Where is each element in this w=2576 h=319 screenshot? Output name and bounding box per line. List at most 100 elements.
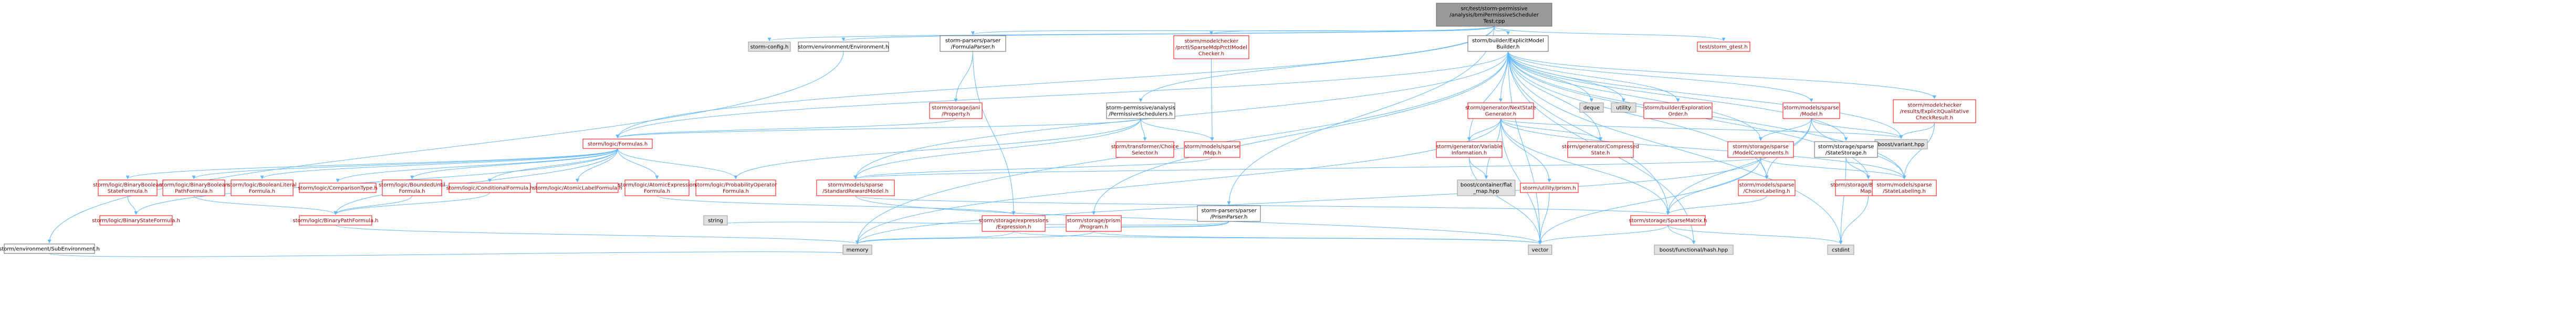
node-label-line: /StateLabeling.h bbox=[1883, 189, 1926, 195]
node-box bbox=[1782, 102, 1840, 119]
node-box bbox=[1467, 102, 1534, 119]
node-boost-flat-map: boost/container/flat_map.hpp bbox=[1457, 179, 1516, 196]
node-label-line: /ModelComponents.h bbox=[1733, 151, 1788, 156]
node-logic-formulas[interactable]: storm/logic/Formulas.h bbox=[582, 139, 653, 149]
node-box bbox=[1567, 141, 1634, 158]
node-box bbox=[1184, 141, 1240, 158]
edge-binary_boolean_state-to-binary_state_formula bbox=[127, 195, 138, 215]
edge-explicit_builder-to-logic_formulas bbox=[616, 51, 1508, 139]
node-box bbox=[842, 244, 872, 255]
node-gtest[interactable]: test/storm_gtest.h bbox=[1697, 41, 1750, 52]
node-label-line: storm/environment/SubEnvironment.h bbox=[0, 247, 100, 252]
node-box bbox=[582, 139, 653, 149]
edge-storage_prism_program-to-memory bbox=[856, 231, 1094, 244]
node-label-line: memory bbox=[847, 248, 869, 253]
node-label-line: storm/models/sparse bbox=[1876, 183, 1932, 188]
node-environment[interactable]: storm/environment/Environment.h bbox=[798, 41, 889, 52]
node-label-line: /StandardRewardModel.h bbox=[822, 189, 889, 195]
node-label-line: string bbox=[708, 218, 723, 224]
edge-perm_schedulers-to-logic_formulas bbox=[616, 118, 1141, 139]
node-utility-prism[interactable]: storm/utility/prism.h bbox=[1520, 183, 1579, 193]
node-state-labeling[interactable]: storm/models/sparse/StateLabeling.h bbox=[1872, 179, 1937, 196]
node-state-storage[interactable]: storm/storage/sparse/StateStorage.h bbox=[1814, 141, 1878, 158]
edge-root-to-sparse_dtmc_checker bbox=[1209, 26, 1495, 35]
node-choice-labeling[interactable]: storm/models/sparse/ChoiceLabeling.h bbox=[1738, 179, 1796, 196]
edge-choice_labeling-to-sparse_matrix bbox=[1666, 195, 1767, 215]
node-formula-parser[interactable]: storm-parsers/parser/FormulaParser.h bbox=[940, 35, 1006, 52]
edge-environment-to-subenvironment bbox=[47, 51, 844, 243]
node-box bbox=[1611, 102, 1636, 113]
node-label-line: storm/generator/NextState bbox=[1465, 105, 1536, 111]
node-sparse-matrix[interactable]: storm/storage/SparseMatrix.h bbox=[1629, 215, 1707, 226]
edge-sparse_matrix-to-cstdint bbox=[1667, 225, 1843, 244]
edge-sparse_matrix-to-boost_hash bbox=[1667, 225, 1696, 244]
edge-prism_parser-to-string bbox=[714, 221, 1229, 226]
node-sparse-dtmc-checker[interactable]: storm/modelchecker/prctl/SparseMdpPrctlM… bbox=[1173, 35, 1249, 59]
node-label-line: /Property.h bbox=[942, 112, 970, 118]
node-standard-reward-model[interactable]: storm/models/sparse/StandardRewardModel.… bbox=[816, 179, 895, 196]
node-label-line: storm/utility/prism.h bbox=[1522, 186, 1576, 192]
edge-explicit_builder-to-cstdint bbox=[1508, 51, 1843, 244]
node-label-line: storm/environment/Environment.h bbox=[798, 45, 889, 50]
edge-root-to-prism_parser bbox=[1227, 26, 1495, 205]
edge-state_storage-to-cstdint bbox=[1839, 157, 1847, 244]
node-label-line: storm/builder/ExplicitModel bbox=[1472, 38, 1544, 44]
edge-explicit_qual_result-to-boost_variant bbox=[1899, 122, 1935, 139]
node-models-sparse-mdp[interactable]: storm/models/sparse/Mdp.h bbox=[1184, 141, 1240, 158]
node-label-line: CheckResult.h bbox=[1916, 115, 1953, 121]
node-label-line: storm/models/sparse bbox=[1184, 144, 1239, 150]
node-label-line: storm/logic/BoundedUntil bbox=[379, 183, 445, 188]
node-box bbox=[536, 183, 619, 193]
node-label-line: storm/models/sparse bbox=[1739, 183, 1794, 188]
node-box bbox=[1654, 244, 1734, 255]
node-subenvironment[interactable]: storm/environment/SubEnvironment.h bbox=[0, 243, 100, 254]
edge-explicit_builder-to-storage_prism_program bbox=[1092, 51, 1508, 215]
node-binary-state-formula[interactable]: storm/logic/BinaryStateFormula.h bbox=[92, 215, 180, 226]
node-comparison-type[interactable]: storm/logic/ComparisonType.h bbox=[298, 183, 378, 193]
node-storage-prism-program[interactable]: storm/storage/prism/Program.h bbox=[1066, 215, 1122, 232]
node-box bbox=[162, 179, 225, 196]
node-label-line: storm/storage/prism bbox=[1067, 218, 1121, 224]
node-sparse-model-components[interactable]: storm/storage/sparse/ModelComponents.h bbox=[1727, 141, 1794, 158]
edge-explicit_builder-to-memory bbox=[856, 51, 1508, 244]
node-label-line: boost/container/flat bbox=[1461, 183, 1512, 188]
node-box bbox=[1106, 102, 1175, 119]
node-label-line: storm/logic/ComparisonType.h bbox=[298, 186, 378, 192]
node-label-line: storm/logic/BinaryBoolean bbox=[159, 183, 228, 188]
node-binary-path-formula[interactable]: storm/logic/BinaryPathFormula.h bbox=[293, 215, 379, 226]
edge-explicit_builder-to-standard_reward_model bbox=[853, 51, 1508, 179]
node-label-line: /Mdp.h bbox=[1203, 151, 1221, 156]
node-prism-parser[interactable]: storm-parsers/parser/PrismParser.h bbox=[1197, 205, 1261, 222]
node-explicit-qual-result[interactable]: storm/modelchecker/results/ExplicitQuali… bbox=[1893, 99, 1976, 123]
node-boost-variant: boost/variant.hpp bbox=[1874, 139, 1928, 150]
node-atomic-label[interactable]: storm/logic/AtomicLabelFormula.h bbox=[533, 183, 622, 193]
edge-logic_formulas-to-boolean_literal bbox=[260, 148, 618, 179]
node-conditional-formula[interactable]: storm/logic/ConditionalFormula.h bbox=[446, 183, 534, 193]
node-storage-jani-property[interactable]: storm/storage/jani/Property.h bbox=[929, 102, 983, 119]
edge-explicit_builder-to-boost_variant bbox=[1508, 51, 1903, 139]
node-box bbox=[1173, 35, 1249, 59]
node-storage-expression[interactable]: storm/storage/expressions/Expression.h bbox=[979, 215, 1049, 232]
edge-logic_formulas-to-binary_boolean_path bbox=[192, 148, 618, 179]
node-root[interactable]: src/test/storm-permissive/analysis/bmiPe… bbox=[1436, 3, 1552, 27]
edge-subenvironment-to-memory bbox=[49, 251, 859, 257]
edge-explicit_builder-to-variable_info bbox=[1467, 51, 1508, 141]
node-models-sparse-model[interactable]: storm/models/sparse/Model.h bbox=[1782, 102, 1840, 119]
edge-perm_schedulers-to-models_sparse_mdp bbox=[1140, 118, 1214, 141]
node-perm-schedulers[interactable]: storm-permissive/analysis/PermissiveSche… bbox=[1106, 102, 1175, 119]
node-box bbox=[624, 179, 690, 196]
node-box bbox=[695, 179, 776, 196]
edge-logic_formulas-to-binary_path_formula bbox=[333, 148, 618, 215]
